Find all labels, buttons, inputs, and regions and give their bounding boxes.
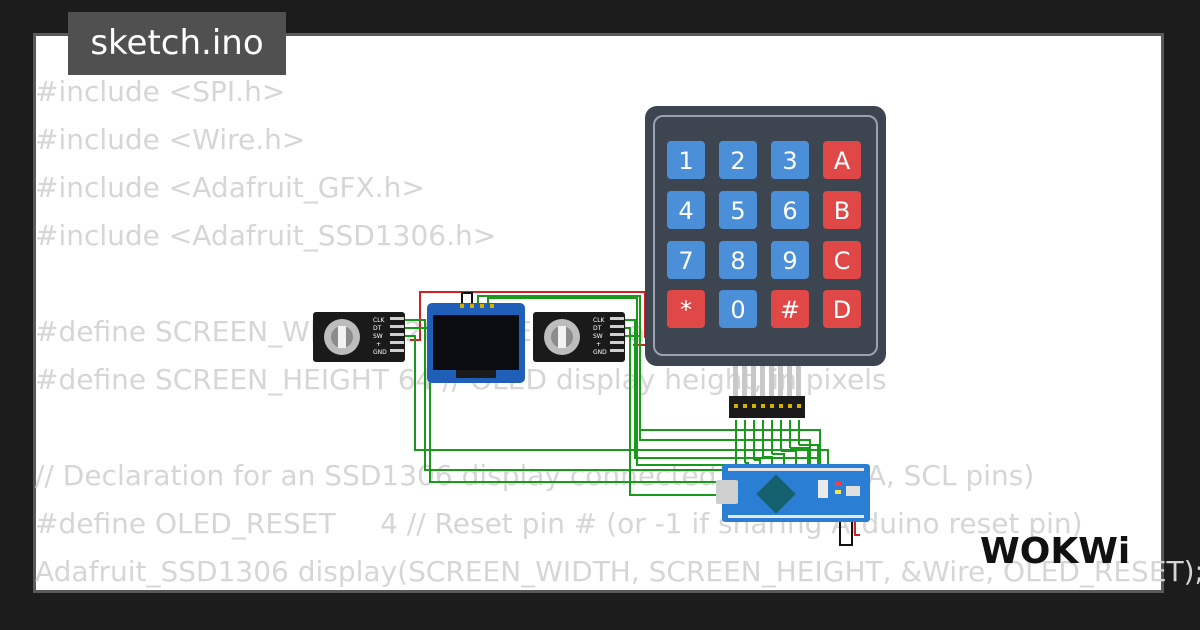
key-label: 7 <box>678 247 693 275</box>
key-6[interactable] <box>771 191 809 229</box>
wire-gnd-nano <box>839 520 853 546</box>
key-3[interactable] <box>771 141 809 179</box>
pin-label: GND <box>593 349 607 356</box>
key-d[interactable] <box>823 290 861 328</box>
key-label: # <box>780 296 800 324</box>
code-background: #include <SPI.h> #include <Wire.h> #includ… <box>35 68 1200 596</box>
key-label: 0 <box>730 296 745 324</box>
wire-sw-left <box>405 335 829 470</box>
key-label: 3 <box>782 147 797 175</box>
key-label: 8 <box>730 247 745 275</box>
key-label: 6 <box>782 197 797 225</box>
code-line: Adafruit_SSD1306 display(SCREEN_WIDTH, S… <box>35 555 1200 588</box>
arduino-nano[interactable] <box>716 464 870 522</box>
wire-sda <box>477 295 821 470</box>
key-label: 9 <box>782 247 797 275</box>
pin-label: + <box>376 341 381 348</box>
pin-label: CLK <box>593 317 606 324</box>
key-5[interactable] <box>719 191 757 229</box>
key-label: 5 <box>730 197 745 225</box>
file-tab[interactable]: sketch.ino <box>68 12 286 75</box>
key-label: 4 <box>678 197 693 225</box>
mcu-chip <box>756 474 796 514</box>
key-1[interactable] <box>667 141 705 179</box>
key-a[interactable] <box>823 141 861 179</box>
pin-label: + <box>596 341 601 348</box>
usb-port <box>716 480 738 504</box>
rotary-encoder-left[interactable]: CLK DT SW + GND <box>313 312 405 362</box>
key-7[interactable] <box>667 241 705 279</box>
code-line: #include <Adafruit_SSD1306.h> <box>35 219 497 252</box>
wire-keypad-bus <box>735 420 800 466</box>
oled-display[interactable] <box>427 303 525 383</box>
key-2[interactable] <box>719 141 757 179</box>
pin-label: SW <box>373 333 383 340</box>
pin-label: DT <box>593 325 602 332</box>
logo-text: WOKWi <box>980 531 1130 572</box>
wire-sw-right <box>620 335 811 470</box>
key-8[interactable] <box>719 241 757 279</box>
key-label: B <box>834 197 850 225</box>
code-line: #include <Wire.h> <box>35 123 306 156</box>
keypad-ribbon <box>733 366 801 396</box>
key-label: C <box>834 247 851 275</box>
key-4[interactable] <box>667 191 705 229</box>
wokwi-logo: WOKWi <box>980 531 1130 572</box>
rotary-encoder-right[interactable]: CLK DT SW + GND <box>533 312 625 362</box>
key-label: A <box>834 147 851 175</box>
key-hash[interactable] <box>771 290 809 328</box>
key-c[interactable] <box>823 241 861 279</box>
code-line: #define SCREEN_HEIGHT 64 // OLED display… <box>35 363 887 396</box>
key-b[interactable] <box>823 191 861 229</box>
key-0[interactable] <box>719 290 757 328</box>
key-label: * <box>680 296 692 324</box>
key-label: 1 <box>678 147 693 175</box>
wire-5v-nano <box>854 520 860 536</box>
pin-label: SW <box>593 333 603 340</box>
pin-label: DT <box>373 325 382 332</box>
pin-label: CLK <box>373 317 386 324</box>
pin-label: GND <box>373 349 387 356</box>
key-9[interactable] <box>771 241 809 279</box>
key-label: D <box>833 296 851 324</box>
keypad-connector <box>729 396 805 418</box>
key-label: 2 <box>730 147 745 175</box>
membrane-keypad[interactable]: 1 2 3 A 4 5 6 B 7 8 9 C <box>645 106 886 418</box>
wire-gnd-oled <box>461 292 473 305</box>
code-line: #include <SPI.h> <box>35 75 286 108</box>
key-star[interactable] <box>667 290 705 328</box>
code-line: #include <Adafruit_GFX.h> <box>35 171 425 204</box>
oled-screen <box>433 315 519 370</box>
wire-vcc-left <box>410 300 421 341</box>
